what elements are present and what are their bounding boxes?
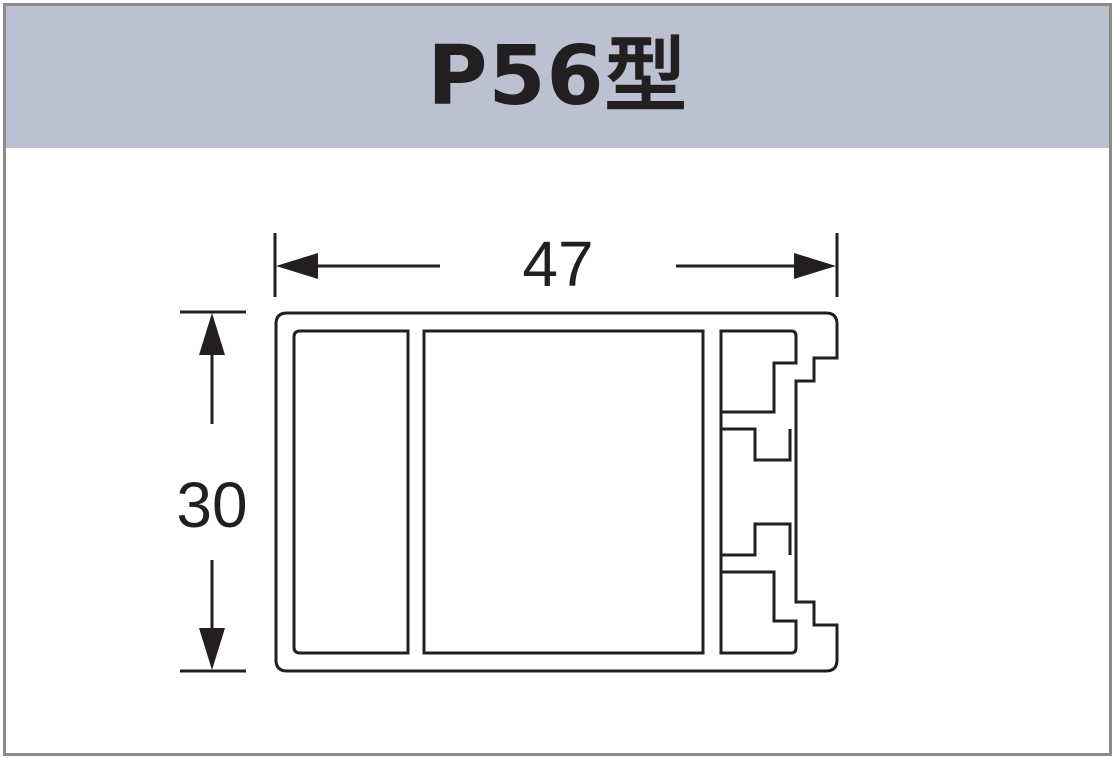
profile-section <box>274 311 839 673</box>
header-band: P56型 <box>6 6 1109 148</box>
center-chamber <box>422 329 705 655</box>
profile-outline <box>274 311 839 673</box>
right-top-chamber <box>719 329 798 414</box>
height-label: 30 <box>176 469 247 541</box>
left-chamber <box>292 329 410 655</box>
height-arrow-bottom <box>199 628 225 670</box>
height-arrow-top <box>199 313 225 355</box>
right-lower-notch <box>721 522 792 557</box>
width-arrow-right <box>794 253 836 279</box>
height-dimension <box>180 310 246 673</box>
width-label: 47 <box>522 228 593 300</box>
width-arrow-left <box>276 253 318 279</box>
diagram-frame: P56型 <box>3 3 1112 756</box>
width-dimension <box>273 233 839 297</box>
right-upper-notch <box>721 427 792 462</box>
page-title: P56型 <box>427 29 688 124</box>
right-bottom-chamber <box>719 570 798 655</box>
